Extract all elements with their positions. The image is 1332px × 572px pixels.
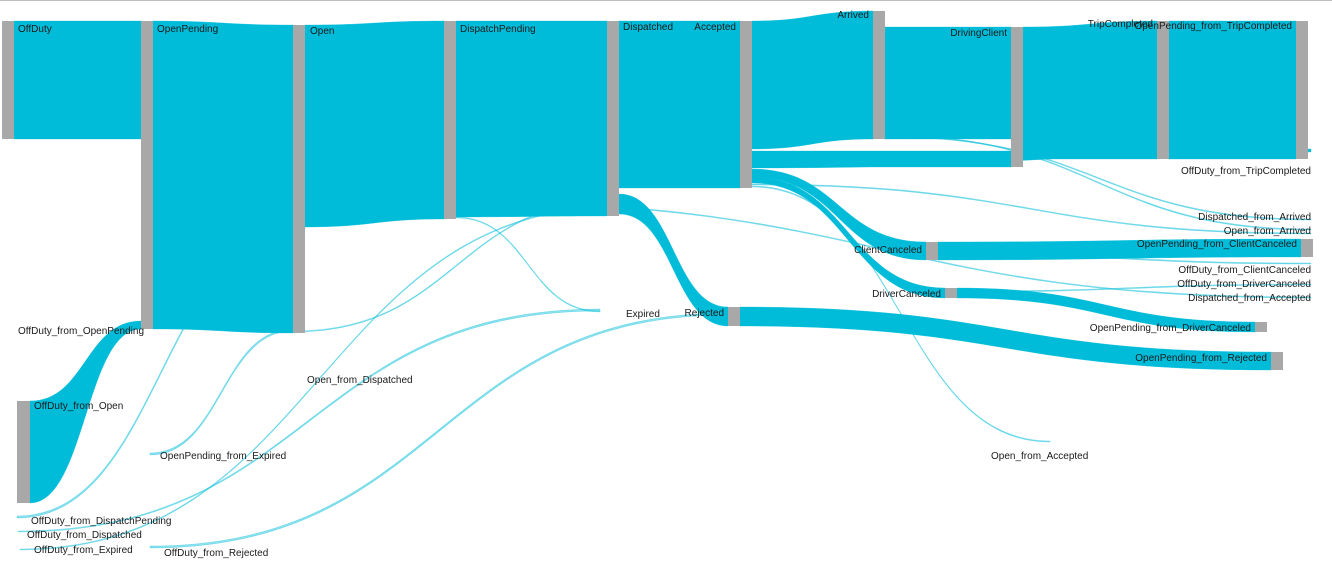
- sankey-node: [17, 401, 30, 503]
- sankey-link: [304, 20, 445, 228]
- node-label: Accepted: [694, 22, 736, 33]
- sankey-node: [1271, 352, 1283, 370]
- node-label: Dispatched: [623, 22, 673, 33]
- sankey-link: [751, 183, 1312, 235]
- node-label: OpenPending_from_TripCompleted: [1135, 21, 1293, 32]
- node-label: DrivingClient: [950, 28, 1007, 39]
- node-label: Dispatched_from_Arrived: [1198, 212, 1311, 223]
- node-label: TripCompleted: [1088, 19, 1153, 30]
- node-label: OpenPending: [157, 24, 218, 35]
- node-label: Open_from_Dispatched: [307, 375, 413, 386]
- node-label: DispatchPending: [460, 24, 536, 35]
- node-label: OpenPending_from_DriverCanceled: [1090, 323, 1251, 334]
- node-label: OffDuty_from_Open: [34, 401, 123, 412]
- node-label: Rejected: [685, 308, 724, 319]
- sankey-link: [751, 168, 927, 261]
- sankey-link: [751, 10, 874, 150]
- sankey-node: [293, 25, 305, 333]
- node-label: Dispatched_from_Accepted: [1188, 293, 1311, 304]
- node-label: OffDuty_from_Expired: [34, 545, 133, 556]
- sankey-node: [1301, 239, 1313, 257]
- sankey-link: [455, 20, 608, 218]
- sankey-link: [884, 134, 1312, 231]
- node-label: Arrived: [837, 10, 869, 21]
- link-layer: [13, 10, 1312, 551]
- node-label: Open_from_Accepted: [991, 451, 1088, 462]
- node-label: OffDuty_from_TripCompleted: [1181, 166, 1311, 177]
- node-label: OffDuty_from_DriverCanceled: [1177, 279, 1311, 290]
- sankey-link: [149, 312, 729, 549]
- sankey-link: [937, 252, 1312, 265]
- node-label: OffDuty_from_Dispatched: [27, 530, 142, 541]
- sankey-link: [751, 176, 946, 299]
- sankey-node: [740, 21, 752, 188]
- sankey-link: [884, 26, 1012, 140]
- node-layer: [2, 11, 1313, 503]
- sankey-link: [16, 226, 306, 519]
- sankey-link: [618, 193, 729, 327]
- sankey-link: [884, 135, 1312, 221]
- sankey-link: [17, 308, 601, 533]
- node-label: Open: [310, 26, 334, 37]
- node-label: OpenPending_from_Expired: [160, 451, 286, 462]
- node-label: OffDuty_from_DispatchPending: [31, 516, 171, 527]
- node-label: Open_from_Arrived: [1224, 226, 1311, 237]
- sankey-node: [607, 21, 619, 216]
- sankey-node: [873, 11, 885, 139]
- sankey-link: [455, 216, 601, 313]
- sankey-link: [13, 20, 142, 140]
- node-label: ClientCanceled: [854, 245, 922, 256]
- sankey-link: [152, 20, 294, 334]
- sankey-link: [956, 283, 1312, 293]
- sankey-link: [19, 205, 621, 551]
- sankey-node: [1296, 21, 1308, 159]
- sankey-node: [444, 21, 456, 219]
- sankey-node: [141, 21, 153, 329]
- node-label: OffDuty_from_ClientCanceled: [1178, 265, 1311, 276]
- node-label: Expired: [626, 309, 660, 320]
- sankey-node: [1011, 27, 1023, 167]
- sankey-link: [29, 320, 142, 504]
- sankey-link: [751, 148, 1312, 169]
- node-label: OpenPending_from_Rejected: [1135, 353, 1267, 364]
- sankey-node: [926, 242, 938, 260]
- sankey-link: [1022, 20, 1158, 160]
- sankey-link: [618, 20, 741, 189]
- node-label: OffDuty_from_OpenPending: [18, 326, 144, 337]
- sankey-node: [1157, 21, 1169, 159]
- sankey-node: [945, 288, 957, 298]
- node-label: OffDuty: [18, 24, 52, 35]
- node-label: OpenPending_from_ClientCanceled: [1137, 239, 1297, 250]
- node-label: DriverCanceled: [872, 289, 941, 300]
- sankey-node: [1255, 322, 1267, 332]
- sankey-link: [149, 328, 294, 456]
- sankey-link: [751, 185, 1051, 443]
- sankey-link: [1168, 20, 1297, 160]
- sankey-link: [455, 200, 1312, 299]
- node-label: OffDuty_from_Rejected: [164, 548, 268, 559]
- sankey-node: [728, 307, 740, 326]
- sankey-node: [2, 21, 14, 139]
